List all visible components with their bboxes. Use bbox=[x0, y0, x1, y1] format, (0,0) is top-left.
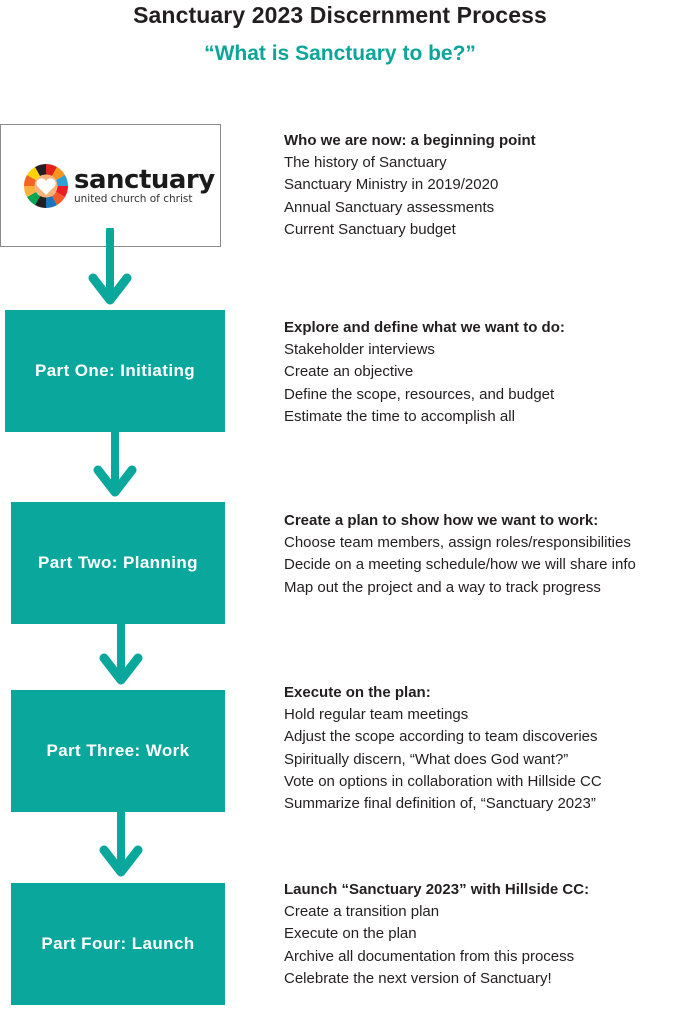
stage-description-part-three: Execute on the plan: Hold regular team m… bbox=[284, 682, 602, 815]
description-item: Map out the project and a way to track p… bbox=[284, 578, 601, 596]
stage-box-part-four: Part Four: Launch bbox=[11, 883, 225, 1005]
down-arrow-icon bbox=[93, 430, 137, 497]
description-item: Choose team members, assign roles/respon… bbox=[284, 534, 631, 552]
page-subtitle: “What is Sanctuary to be?” bbox=[204, 42, 476, 65]
logo-box: sanctuary united church of christ bbox=[0, 124, 221, 247]
description-item: Current Sanctuary budget bbox=[284, 220, 456, 238]
rainbow-heart-wreath-icon bbox=[24, 164, 68, 208]
description-item: Annual Sanctuary assessments bbox=[284, 198, 495, 216]
stage-label: Part Two: Planning bbox=[38, 553, 198, 572]
description-item: Create a transition plan bbox=[284, 903, 440, 921]
down-arrow-icon bbox=[99, 622, 143, 685]
page-title: Sanctuary 2023 Discernment Process bbox=[133, 2, 547, 28]
description-item: Execute on the plan bbox=[284, 925, 417, 943]
description-item: Archive all documentation from this proc… bbox=[284, 947, 575, 965]
description-heading: Execute on the plan: bbox=[284, 684, 431, 701]
description-item: Summarize final definition of, “Sanctuar… bbox=[284, 795, 596, 813]
description-item: The history of Sanctuary bbox=[284, 154, 447, 172]
stage-description-part-two: Create a plan to show how we want to wor… bbox=[284, 510, 636, 599]
stage-box-part-one: Part One: Initiating bbox=[5, 310, 225, 432]
description-heading: Explore and define what we want to do: bbox=[284, 319, 565, 336]
description-item: Sanctuary Ministry in 2019/2020 bbox=[284, 176, 499, 194]
description-item: Spiritually discern, “What does God want… bbox=[284, 750, 569, 768]
down-arrow-icon bbox=[88, 228, 132, 305]
description-item: Estimate the time to accomplish all bbox=[284, 407, 515, 425]
sanctuary-logo: sanctuary united church of christ bbox=[23, 163, 215, 209]
stage-label: Part Three: Work bbox=[46, 741, 190, 760]
description-item: Decide on a meeting schedule/how we will… bbox=[284, 556, 636, 574]
description-item: Adjust the scope according to team disco… bbox=[284, 728, 598, 746]
description-item: Stakeholder interviews bbox=[284, 341, 435, 359]
down-arrow-icon bbox=[99, 810, 143, 877]
description-heading: Launch “Sanctuary 2023” with Hillside CC… bbox=[284, 881, 590, 898]
description-item: Define the scope, resources, and budget bbox=[284, 385, 555, 403]
description-item: Create an objective bbox=[284, 363, 414, 381]
logo-tagline: united church of christ bbox=[74, 193, 193, 206]
stage-label: Part One: Initiating bbox=[34, 361, 196, 380]
stage-box-part-three: Part Three: Work bbox=[11, 690, 225, 812]
stage-box-part-two: Part Two: Planning bbox=[11, 502, 225, 624]
description-heading: Who we are now: a beginning point bbox=[284, 132, 536, 149]
stage-label: Part Four: Launch bbox=[41, 934, 195, 953]
description-item: Vote on options in collaboration with Hi… bbox=[284, 772, 602, 790]
logo-wordmark: sanctuary bbox=[74, 165, 215, 196]
stage-description-part-one: Explore and define what we want to do: S… bbox=[284, 317, 565, 428]
description-heading: Create a plan to show how we want to wor… bbox=[284, 512, 599, 529]
stage-description-current: Who we are now: a beginning point The hi… bbox=[284, 130, 536, 241]
description-item: Celebrate the next version of Sanctuary! bbox=[284, 969, 552, 987]
stage-description-part-four: Launch “Sanctuary 2023” with Hillside CC… bbox=[284, 879, 589, 990]
description-item: Hold regular team meetings bbox=[284, 706, 469, 724]
